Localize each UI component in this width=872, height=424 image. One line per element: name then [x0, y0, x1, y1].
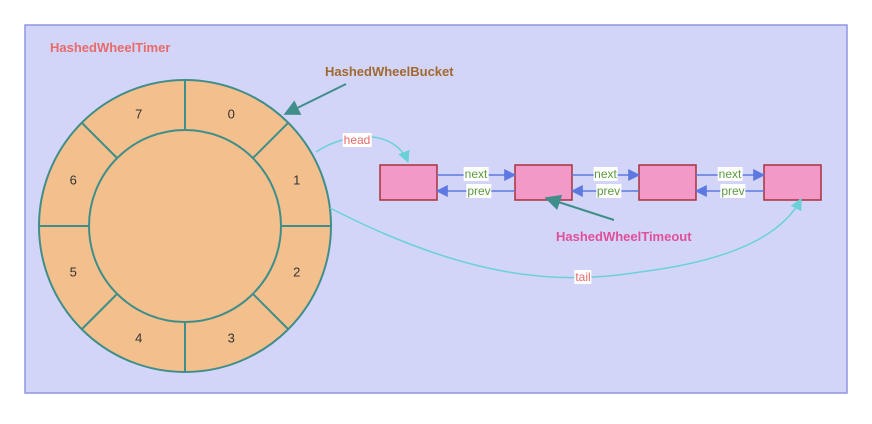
bucket-callout-arrow	[283, 83, 347, 115]
prev-label: prev	[466, 184, 492, 198]
timer-title: HashedWheelTimer	[50, 40, 171, 55]
timeout-node	[514, 164, 573, 201]
prev-label: prev	[720, 184, 746, 198]
wheel-slot-label: 3	[227, 330, 235, 346]
wheel-inner-circle	[88, 129, 282, 323]
prev-label: prev	[595, 184, 622, 198]
next-label: next	[717, 167, 743, 181]
wheel-spoke	[81, 122, 118, 159]
wheel-slot-label: 2	[293, 264, 301, 280]
wheel-slot-label: 7	[135, 106, 143, 122]
timeout-callout-arrow	[544, 194, 615, 221]
wheel-spoke	[81, 293, 118, 330]
timeout-node	[638, 164, 697, 201]
tail-pointer-arrow	[329, 197, 802, 279]
tail-label: tail	[574, 270, 592, 284]
wheel-slot-label: 5	[69, 264, 77, 280]
wheel-slot-label: 0	[227, 106, 235, 122]
next-label: next	[593, 167, 618, 181]
wheel-spoke	[252, 293, 289, 330]
timeout-node	[379, 164, 438, 201]
bucket-title: HashedWheelBucket	[325, 64, 454, 79]
next-label: next	[463, 167, 489, 181]
wheel-spoke	[252, 122, 289, 159]
wheel-slot-label: 1	[293, 172, 301, 188]
timeout-title: HashedWheelTimeout	[556, 229, 692, 244]
time-wheel	[38, 79, 332, 373]
wheel-slot-label: 6	[69, 172, 77, 188]
timeout-node	[763, 164, 822, 201]
head-label: head	[342, 133, 372, 147]
wheel-slot-label: 4	[135, 330, 143, 346]
